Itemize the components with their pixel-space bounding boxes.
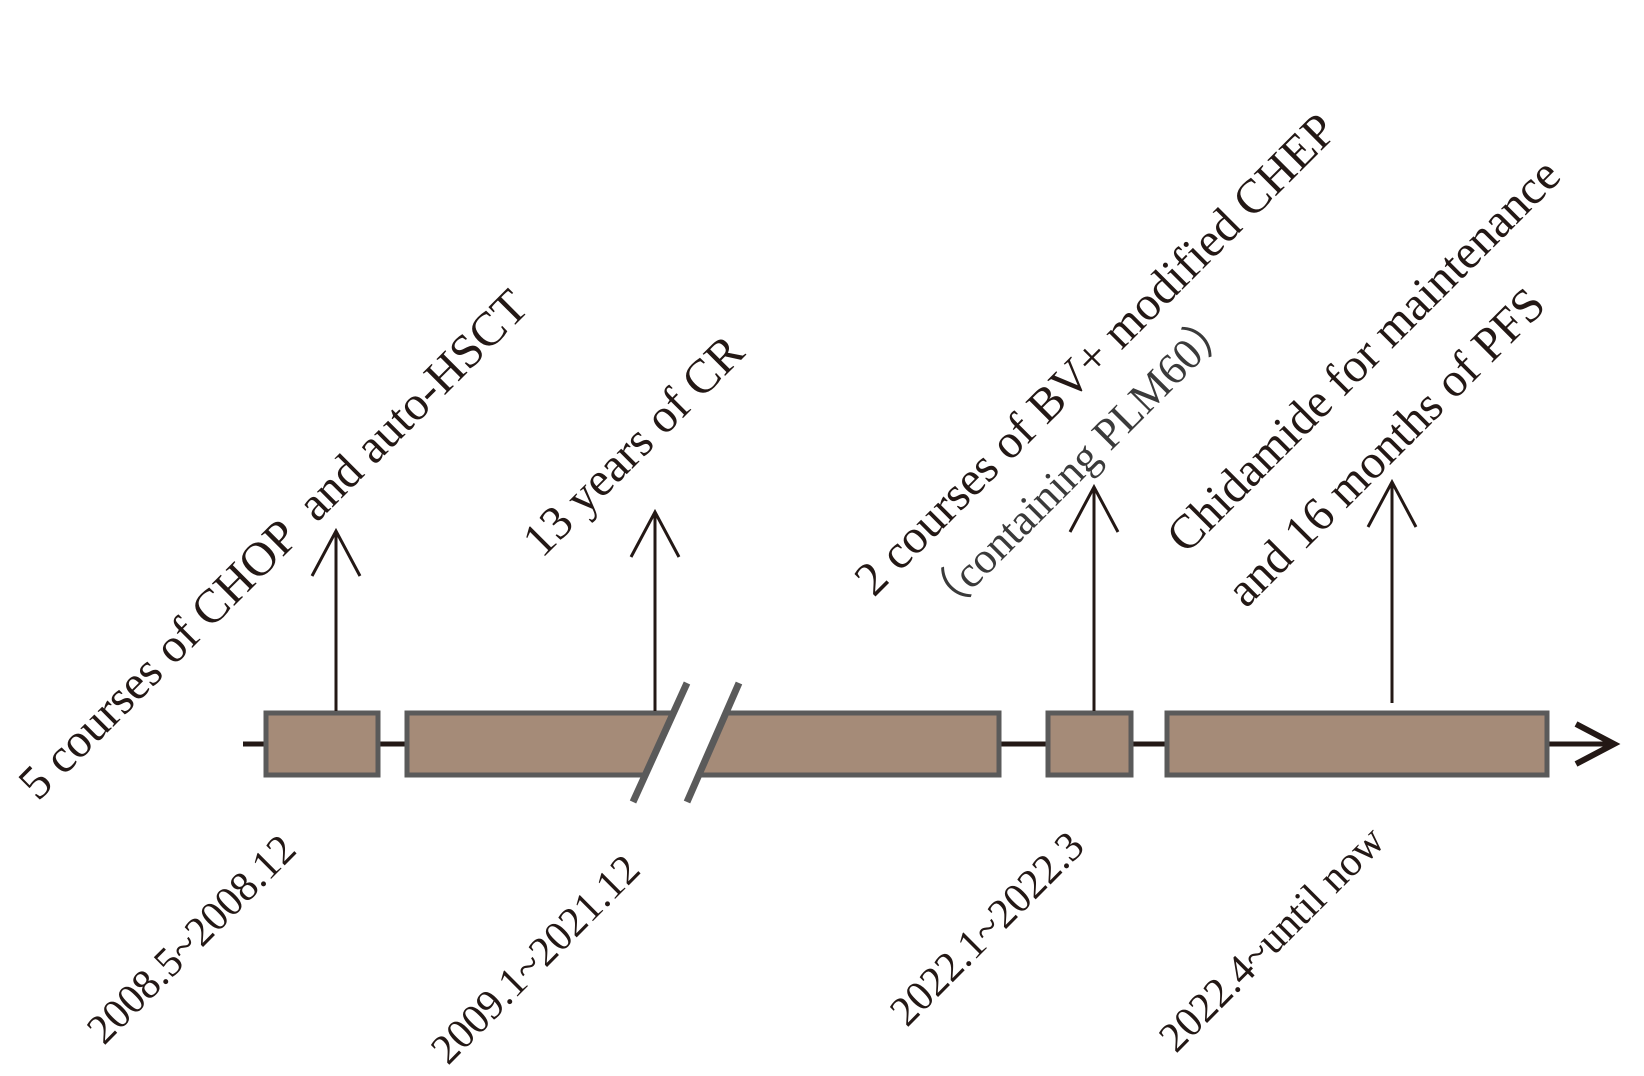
phase-bar-1 [263,710,381,778]
event-arrow-2 [629,508,681,711]
period-label-4: 2022.4~until now [1151,817,1395,1061]
axis-break-slash-2 [683,681,743,804]
event-arrow-4 [1366,478,1418,703]
phase-bar-3 [1045,710,1134,778]
event-arrow-1 [310,527,362,711]
timeline-axis-arrowhead [1574,721,1621,767]
period-label-1: 2008.5~2008.12 [79,826,306,1053]
period-label-2: 2009.1~2021.12 [423,846,650,1073]
event-arrow-3 [1068,483,1120,711]
axis-break-gap [634,683,738,802]
axis-break-slash-1 [629,681,691,804]
phase-bar-4 [1164,710,1550,778]
period-label-3: 2022.1~2022.3 [882,823,1094,1035]
event-label-2: 13 years of CR [512,325,754,567]
